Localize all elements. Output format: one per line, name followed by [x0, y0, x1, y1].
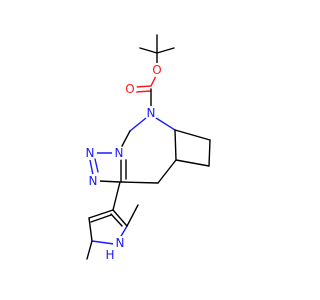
bond-tbu-methyl-right [156, 47, 175, 54]
atom-nitrogen-triazole-2: N [86, 146, 95, 160]
atom-nitrogen-triazole-1: N [115, 146, 124, 160]
bond-pyrrole-c2-c3 [112, 209, 128, 227]
bond-pyrrole-c4-c5 [88, 217, 93, 242]
bond-ch-to-bridgehead [174, 129, 177, 161]
bond-tbu-methyl-left [139, 47, 158, 54]
bond-pyrrole-c3-c4 [88, 209, 114, 219]
bond-pyrrole-c5-n [91, 240, 115, 245]
bond-cyclo-c1-to-c2 [208, 139, 211, 167]
bond-triazole-n2-n3-double [94, 158, 99, 173]
bond-oxygen-to-carbonyl-carbon [150, 75, 157, 87]
bond-carbonyl-double-b [135, 90, 152, 93]
bond-triazole-n3-c4 [98, 180, 121, 183]
structure-canvas: O O N N N N N H [85, 34, 211, 262]
atom-oxygen-carbonyl: O [125, 82, 134, 96]
atom-nitrogen-bridge: N [147, 106, 156, 120]
bond-carbonyl-double-a [135, 85, 152, 88]
atom-nitrogen-pyrrole: N [116, 236, 125, 250]
atom-hydrogen-pyrrole: H [105, 248, 114, 262]
bond-pyrrole-c2-c3-double [110, 213, 123, 227]
bond-bridgehead-to-cyclo-c1 [174, 129, 211, 141]
bond-pyrrole-n-c2 [119, 225, 128, 239]
bond-triazole-n2-n3 [89, 159, 94, 176]
bond-pyrrole-methyl-lower [86, 240, 93, 260]
bond-cyclo-c2-to-ch [175, 159, 210, 167]
bond-pyrrole-methyl-upper [126, 204, 139, 227]
atom-nitrogen-triazole-3: N [89, 174, 98, 188]
bond-pyrrole-c3-c4-double [90, 214, 112, 223]
bond-ch2-to-triazole-n [120, 130, 131, 149]
bond-ch-to-ch2 [157, 159, 177, 184]
bond-ch2-to-triazole-c [120, 181, 159, 184]
molecule-structure: O O N N N N N H [85, 34, 211, 262]
bond-triazole-to-pyrrole [112, 181, 121, 211]
bond-bridge-n-to-ch2 [129, 117, 147, 132]
atom-oxygen-ester: O [152, 63, 161, 77]
bond-bridge-n-to-bridgehead [155, 117, 176, 131]
